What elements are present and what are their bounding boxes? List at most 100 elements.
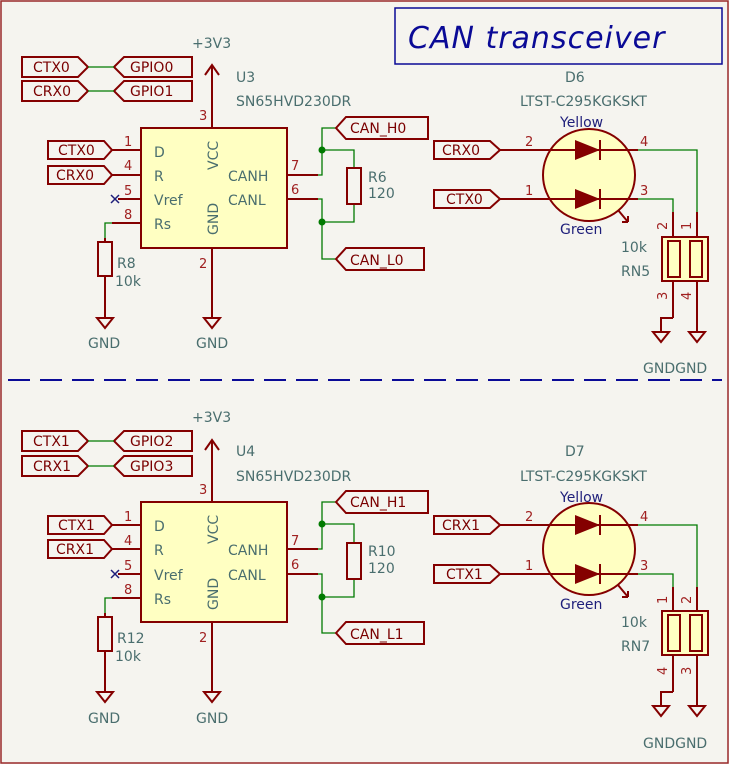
resistor-ref: R10 [368, 544, 396, 560]
rn-value: 10k [621, 615, 648, 631]
pin-name: D [154, 519, 165, 535]
pin-name: GND [206, 578, 222, 610]
channel-0: CTX0 GPIO0 CRX0 GPIO1 +3V3 3 U3 SN65HVD2… [21, 36, 709, 377]
termination-r10: R10 120 CAN_H1 CAN_L1 [318, 490, 429, 645]
pin-number: 4 [680, 292, 695, 300]
pin-number: 3 [640, 184, 648, 199]
rn-body [661, 610, 709, 656]
net-label: CRX1 [33, 459, 71, 475]
net-flag-ctx1-led [433, 564, 502, 584]
rn-body [661, 236, 709, 282]
net-label: CAN_L0 [350, 253, 404, 269]
gnd-symbol [650, 691, 708, 718]
gnd-label: GNDGND [643, 361, 707, 377]
pin-number: 5 [124, 559, 132, 574]
net-label: CTX1 [446, 567, 483, 583]
pin-number: 2 [199, 257, 207, 272]
junction-dot [318, 218, 326, 226]
pin-name: CANH [228, 543, 268, 559]
gpio-label: GPIO3 [130, 459, 173, 475]
led-body [542, 128, 636, 222]
junction-dot [318, 593, 326, 601]
pin-number: 2 [525, 510, 533, 525]
ic-value: SN65HVD230DR [236, 94, 352, 110]
net-label: CTX1 [33, 434, 70, 450]
net-label: CTX1 [58, 518, 95, 534]
net-flag-crx1-u4 [47, 539, 114, 559]
gpio-flag-2 [112, 430, 193, 452]
pin-number: 6 [291, 183, 299, 198]
net-flag-crx1 [21, 455, 90, 477]
gpio-label: GPIO2 [130, 434, 173, 450]
led-value: LTST-C295KGKSKT [520, 94, 647, 110]
net-flag-crx0 [21, 80, 90, 102]
ic-ref: U4 [236, 444, 255, 460]
gpio-flag-0 [112, 56, 193, 78]
pin-number: 2 [199, 631, 207, 646]
pin-number: 2 [656, 222, 671, 230]
net-label: CRX1 [442, 518, 480, 534]
led-ref: D7 [565, 444, 585, 460]
net-map-0: CTX0 GPIO0 CRX0 GPIO1 [21, 56, 193, 102]
gnd-label: GNDGND [643, 736, 707, 752]
power-label: +3V3 [192, 36, 231, 52]
net-flag-ctx0 [21, 56, 90, 78]
ic-u4: U4 SN65HVD230DR D R Vref Rs CANH CANL VC… [110, 444, 352, 727]
pin-number: 1 [525, 184, 533, 199]
pin-name: D [154, 145, 165, 161]
ic-value: SN65HVD230DR [236, 469, 352, 485]
power-3v3-u4: +3V3 3 [192, 410, 231, 502]
led-ref: D6 [565, 70, 585, 86]
net-label: CTX0 [58, 143, 95, 159]
resistor-ref: R6 [368, 170, 387, 186]
pin-number: 1 [680, 222, 695, 230]
net-flag-crx0-u3 [47, 165, 114, 185]
pin-number: 8 [124, 583, 132, 598]
net-flag-ctx0-led [433, 189, 502, 209]
color-label: Yellow [559, 115, 603, 131]
resistor-r12: R12 10k GND [88, 597, 145, 727]
color-label: Green [560, 222, 602, 238]
resistor-ref: R12 [117, 631, 145, 647]
no-connect-marker [110, 194, 120, 204]
pin-number: 4 [124, 159, 132, 174]
net-label: CRX1 [56, 542, 94, 558]
pin-number: 7 [291, 159, 299, 174]
ic-u3: U3 SN65HVD230DR D R Vref Rs CANH CANL VC… [110, 70, 352, 352]
gpio-flag-1 [112, 80, 193, 102]
pin-number: 1 [656, 596, 671, 604]
no-connect-marker [110, 569, 120, 579]
color-label: Yellow [559, 490, 603, 506]
net-flag-ctx1-u4 [47, 515, 114, 535]
gnd-symbol [201, 650, 223, 704]
led-d6: D6 LTST-C295KGKSKT Yellow Green CRX0 CTX… [433, 70, 698, 238]
pin-name: CANL [228, 193, 266, 209]
map-wires [88, 66, 114, 92]
net-label: CRX0 [442, 143, 480, 159]
resistor-network-rn5: 2 1 3 4 10k RN5 GNDGND [621, 212, 709, 377]
pin-number: 6 [291, 558, 299, 573]
resistor-value: 120 [368, 186, 395, 202]
pin-number: 4 [124, 534, 132, 549]
net-label: CAN_H1 [350, 495, 406, 511]
led-d7: D7 LTST-C295KGKSKT Yellow Green CRX1 CTX… [433, 444, 698, 613]
pin-number: 4 [640, 510, 648, 525]
pin-name: Vref [154, 193, 184, 209]
pin-number: 3 [199, 483, 207, 498]
pin-number: 5 [124, 184, 132, 199]
net-flag-can-l1 [334, 621, 425, 645]
pin-name: CANH [228, 169, 268, 185]
gnd-symbol [650, 317, 708, 344]
net-flag-ctx1 [21, 430, 90, 452]
resistor-r8: R8 10k GND [88, 222, 142, 352]
pin-number: 3 [640, 559, 648, 574]
net-label: CRX0 [33, 84, 71, 100]
pin-number: 1 [124, 510, 132, 525]
gnd-label: GND [196, 336, 228, 352]
ic-body [140, 501, 288, 623]
resistor-value: 120 [368, 561, 395, 577]
resistor-value: 10k [115, 649, 142, 665]
pin-name: R [154, 543, 164, 559]
